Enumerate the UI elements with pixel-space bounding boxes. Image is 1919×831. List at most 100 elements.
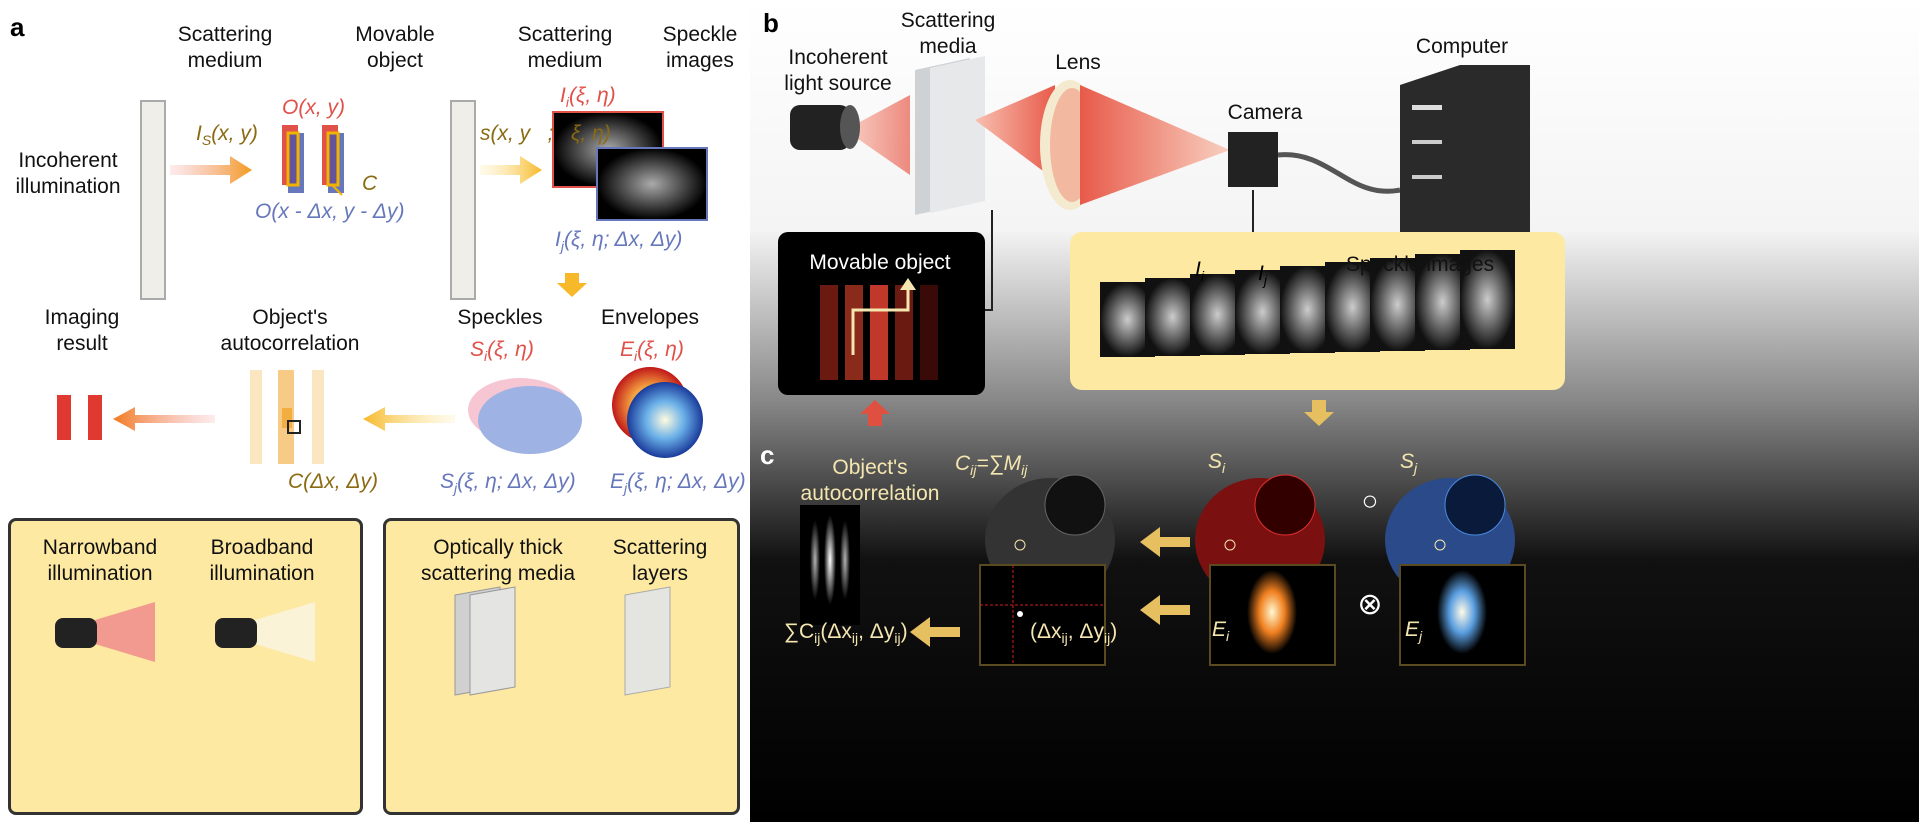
rest: (ξ, η) (637, 338, 684, 361)
autocorrelation-label: Object's autocorrelation (220, 306, 360, 355)
ij-formula: Ij(ξ, η; Δx, Δy) (555, 228, 682, 254)
ei-formula: Ei(ξ, η) (620, 338, 684, 364)
movable-object-title: Movable object (809, 251, 951, 274)
sym: I (196, 122, 202, 145)
media-box (383, 518, 740, 815)
red-light-cone (95, 602, 155, 662)
sym: E (610, 470, 625, 493)
sym: I (555, 228, 561, 251)
ij-label: Ij (1258, 262, 1267, 288)
sym: E (620, 338, 635, 361)
light-source-icon (790, 105, 850, 150)
sym: I (1195, 258, 1201, 281)
c-label: C (362, 172, 378, 195)
broadband-lamp-icon (215, 618, 257, 648)
sym: E (1212, 618, 1227, 641)
sum-formula: ∑Cij(Δxij, Δyij) (784, 620, 908, 646)
part: , Δy (858, 620, 895, 643)
object-formula: O(x, y) (282, 96, 345, 119)
ej-envelope (1437, 570, 1487, 654)
sym: C (955, 452, 971, 475)
ei-envelope (1247, 570, 1297, 654)
sym: S (1208, 450, 1223, 473)
part: (Δx (1030, 620, 1062, 643)
part: ) (900, 620, 908, 643)
rest: (ξ, η; Δx, Δy) (563, 228, 683, 251)
ii-formula: Ii(ξ, η) (560, 84, 616, 110)
sub: j (560, 238, 564, 255)
sym: E (1405, 618, 1420, 641)
panel-c-label: c (760, 440, 775, 470)
sym: I (1258, 262, 1264, 285)
sj-formula: Sj(ξ, η; Δx, Δy) (440, 470, 576, 496)
ei-label: Ei (1212, 618, 1229, 644)
sub: ij (814, 630, 821, 647)
hadamard-operator: ○ (1361, 485, 1379, 516)
shift-plot (979, 564, 1106, 666)
speckles-label: Speckles (457, 306, 543, 329)
imaging-result-label: Imaging result (44, 306, 120, 355)
sj-label: Sj (1400, 450, 1417, 476)
header-scattering-medium-1: Scattering medium (177, 23, 273, 72)
part: ∑C (784, 620, 815, 643)
rest: (x, y) (211, 122, 258, 145)
narrowband-label: Narrowband illumination (42, 536, 158, 585)
broadband-label: Broadband illumination (209, 536, 315, 585)
part: ) (1110, 620, 1118, 643)
convolution-operator: ⊗ (1357, 588, 1383, 621)
sub: j (1263, 272, 1267, 289)
panel-b-label: b (763, 8, 779, 38)
scattering-medium-slab (140, 100, 166, 300)
rest: (ξ, η; Δx, Δy) (627, 470, 746, 493)
sub: j (624, 480, 628, 497)
sub: ij (894, 630, 901, 647)
sub: i (565, 94, 569, 111)
part: , Δy (1067, 620, 1104, 643)
arrow-right (170, 156, 252, 184)
psf-formula: s(x, y ; ξ, η) (480, 122, 611, 145)
computer-label: Computer (1415, 35, 1509, 58)
sub: i (1222, 460, 1226, 477)
scattering-layers-label: Scattering layers (612, 536, 708, 585)
sub: ij (1061, 630, 1068, 647)
computer-icon (1400, 65, 1530, 265)
rest: =∑M (976, 452, 1022, 475)
white-light-cone (255, 602, 315, 662)
scattering-medium-slab (450, 100, 476, 300)
sub: S (201, 132, 212, 149)
is-formula: IS(x, y) (196, 122, 258, 148)
ej-label: Ej (1405, 618, 1422, 644)
sym: S (1400, 450, 1415, 473)
autocorrelation-title: Object's autocorrelation (800, 456, 940, 505)
sub: j (454, 480, 458, 497)
incoherent-illumination-label: Incoherent illumination (15, 149, 121, 198)
si-formula: Si(ξ, η) (470, 338, 534, 364)
sub: ij (970, 462, 977, 479)
sym: S (440, 470, 455, 493)
sym: I (560, 84, 566, 107)
sub: i (484, 348, 488, 365)
envelopes-label: Envelopes (600, 306, 700, 329)
rest: (ξ, η) (568, 84, 616, 107)
sub: j (1414, 460, 1418, 477)
speckle-images-title: Speckle images (1345, 253, 1495, 276)
camera-label: Camera (1227, 101, 1303, 124)
sym: S (470, 338, 485, 361)
lens-label: Lens (1055, 51, 1101, 74)
ej-formula: Ej(ξ, η; Δx, Δy) (610, 470, 746, 496)
sub: i (1200, 268, 1204, 285)
sub: i (634, 348, 638, 365)
scattering-media-icon (930, 56, 985, 213)
light-source-label: Incoherent light source (784, 46, 892, 95)
sub: i (1226, 628, 1230, 645)
sub: ij (1103, 630, 1111, 647)
panel-a-label: a (10, 12, 25, 42)
illumination-box (8, 518, 363, 815)
narrowband-lamp-icon (55, 618, 97, 648)
shifted-object-formula: O(x - Δx, y - Δy) (255, 200, 405, 223)
thick-media-label: Optically thick scattering media (420, 536, 576, 585)
panel-a-arrows (57, 111, 708, 466)
sub: ij (1021, 462, 1028, 479)
c-delta-formula: C(Δx, Δy) (288, 470, 378, 493)
header-movable-object: Movable object (355, 23, 435, 72)
